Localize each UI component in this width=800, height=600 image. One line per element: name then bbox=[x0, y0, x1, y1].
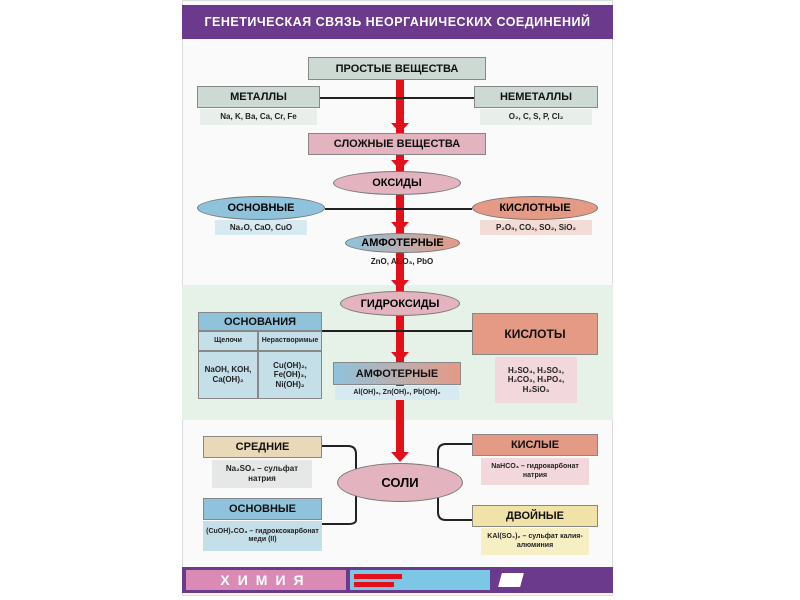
basic-oxides-examples: Na₂O, CaO, CuO bbox=[215, 220, 307, 235]
main-arrow bbox=[396, 80, 404, 452]
footer-subject: ХИМИЯ bbox=[186, 570, 346, 590]
hydroxides: ГИДРОКСИДЫ bbox=[340, 291, 460, 316]
acidic-salts: КИСЛЫЕ bbox=[472, 434, 598, 456]
acidic-oxides: КИСЛОТНЫЕ bbox=[472, 196, 598, 220]
alkali-header: Щелочи bbox=[198, 331, 258, 351]
amphoteric-oxides: АМФОТЕРНЫЕ bbox=[345, 233, 460, 253]
connector bbox=[322, 330, 472, 332]
footer-publisher-band bbox=[350, 570, 490, 590]
arrow-head bbox=[391, 160, 409, 170]
basic-salts-example: (CuOH)₂CO₃ – гидроксокарбонат меди (II) bbox=[203, 521, 322, 551]
basic-salts: ОСНОВНЫЕ bbox=[203, 498, 322, 520]
double-salts: ДВОЙНЫЕ bbox=[472, 505, 598, 527]
simple-substances: ПРОСТЫЕ ВЕЩЕСТВА bbox=[308, 57, 486, 80]
acids-examples: H₂SO₄, H₂SO₃, H₂CO₃, H₃PO₄, H₂SiO₃ bbox=[495, 357, 577, 403]
middle-salts: СРЕДНИЕ bbox=[203, 436, 322, 458]
insoluble-header: Нерастворимые bbox=[258, 331, 322, 351]
acids: КИСЛОТЫ bbox=[472, 313, 598, 355]
basic-oxides: ОСНОВНЫЕ bbox=[197, 196, 325, 220]
arrow-head bbox=[391, 280, 409, 290]
oxides: ОКСИДЫ bbox=[333, 171, 461, 195]
middle-salts-example: Na₂SO₄ – сульфат натрия bbox=[212, 460, 312, 488]
alkali-examples: NaOH, KOH, Ca(OH)₂ bbox=[198, 351, 258, 399]
nonmetals-examples: O₂, C, S, P, Cl₂ bbox=[480, 109, 592, 125]
connector bbox=[325, 208, 472, 210]
arrow-head bbox=[391, 452, 409, 462]
acidic-salts-example: NaHCO₃ – гидрокарбонат натрия bbox=[481, 458, 589, 485]
publisher-logo bbox=[498, 573, 524, 587]
acidic-oxides-examples: P₂O₅, CO₂, SO₂, SiO₂ bbox=[480, 220, 592, 235]
arrow-head bbox=[391, 123, 409, 133]
insoluble-examples: Cu(OH)₂, Fe(OH)₃, Ni(OH)₂ bbox=[258, 351, 322, 399]
metals: МЕТАЛЛЫ bbox=[197, 86, 320, 108]
nonmetals: НЕМЕТАЛЛЫ bbox=[474, 86, 598, 108]
amphoteric-hydroxides: АМФОТЕРНЫЕ bbox=[333, 362, 461, 385]
connector bbox=[320, 97, 474, 99]
complex-substances: СЛОЖНЫЕ ВЕЩЕСТВА bbox=[308, 133, 486, 155]
double-salts-example: KAl(SO₄)₂ – сульфат калия-алюминия bbox=[481, 528, 589, 555]
bases: ОСНОВАНИЯ bbox=[198, 312, 322, 331]
poster-title: ГЕНЕТИЧЕСКАЯ СВЯЗЬ НЕОРГАНИЧЕСКИХ СОЕДИН… bbox=[182, 5, 613, 39]
metals-examples: Na, K, Ba, Ca, Cr, Fe bbox=[200, 109, 317, 125]
arrow-head bbox=[391, 352, 409, 362]
salts: СОЛИ bbox=[337, 463, 463, 502]
amphoteric-hydroxides-examples: Al(OH)₃, Zn(OH)₂, Pb(OH)₂ bbox=[335, 386, 459, 400]
arrow-head bbox=[391, 222, 409, 232]
amphoteric-oxides-examples: ZnO, Al₂O₃, PbO bbox=[370, 257, 434, 267]
